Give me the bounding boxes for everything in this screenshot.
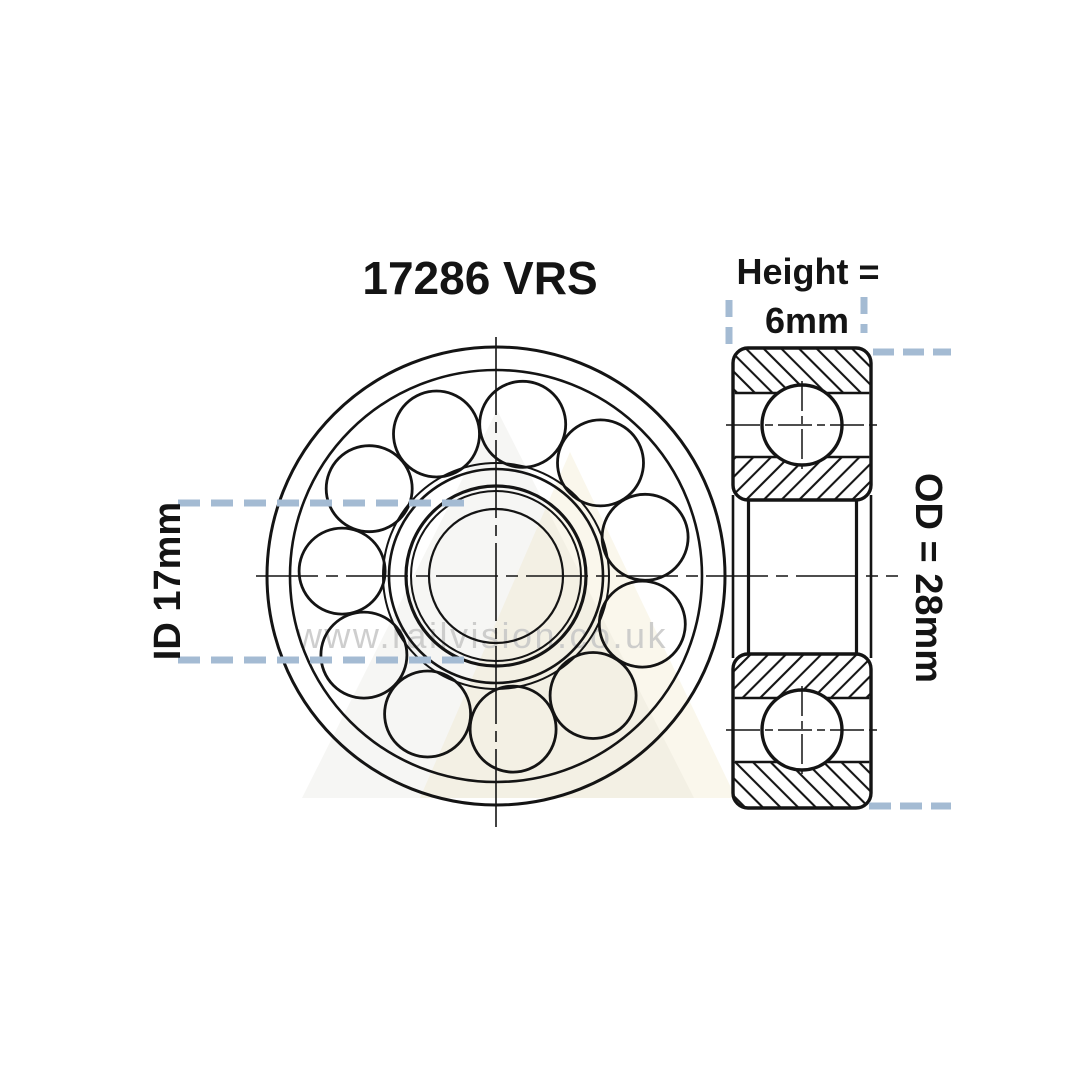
inner-ring-shoulder-circle — [404, 484, 588, 668]
height-label-line1: Height = — [736, 251, 879, 292]
outer-ring-outer-circle — [265, 345, 727, 807]
outer-ring-inner-circle — [288, 368, 704, 784]
outer-diameter-label: OD = 28mm — [907, 473, 949, 683]
bearing-ball — [556, 418, 645, 508]
side-view — [726, 346, 878, 810]
bearing-ball — [324, 444, 414, 534]
bearing-ball — [392, 389, 481, 479]
cage-outer-circle — [382, 462, 610, 690]
drawing-title: 17286 VRS — [362, 252, 597, 304]
logo-triangle-gray — [302, 410, 694, 798]
logo-watermark — [302, 410, 736, 798]
section-top-block — [726, 346, 878, 502]
bearing-ball — [468, 684, 558, 774]
bearing-ball — [383, 669, 473, 759]
height-label: Height = 6mm — [736, 251, 879, 341]
bearing-ball — [319, 610, 409, 700]
bore-circle — [427, 507, 565, 645]
bearing-ball — [548, 651, 638, 740]
height-label-line2: 6mm — [765, 300, 849, 341]
inner-ring-shoulder-inner-circle — [410, 490, 582, 662]
bearing-ball — [600, 492, 690, 582]
bearing-ball — [297, 526, 387, 616]
inner-diameter-label: ID 17mm — [147, 502, 189, 660]
section-bottom-block — [726, 652, 878, 810]
url-watermark-text: www.railvision.co.uk — [295, 615, 668, 656]
inner-ring-outer-circle — [387, 467, 605, 685]
front-view — [265, 337, 727, 828]
logo-triangle-yellow — [420, 452, 736, 798]
